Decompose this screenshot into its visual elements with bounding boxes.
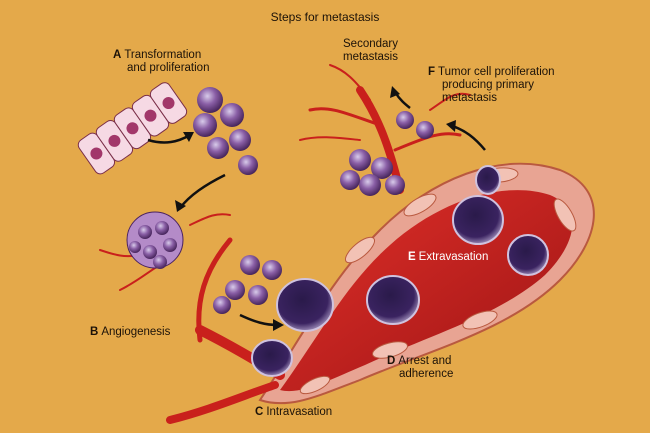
label-f-line1: Tumor cell proliferation [438, 66, 555, 78]
epithelial-layer [77, 82, 188, 175]
tumor-cells-migrating [213, 255, 282, 314]
tumor-mass-b [126, 211, 184, 269]
label-c-letter: C [255, 406, 264, 418]
label-f-line2: producing primary [442, 79, 535, 91]
tumor-cells-in-vessel [251, 165, 549, 377]
label-b-text: Angiogenesis [101, 326, 171, 338]
label-secondary: Secondary metastasis [343, 38, 398, 64]
label-e-letter: E [408, 251, 416, 263]
arrow-c [239, 313, 279, 327]
label-a-letter: A [113, 49, 122, 61]
label-e-text: Extravasation [418, 251, 489, 263]
tumor-cluster-f [340, 111, 434, 196]
blood-vessel [166, 162, 595, 424]
arrows [147, 86, 486, 331]
tumor-cluster-a [193, 87, 258, 175]
label-d-line1: Arrest and [398, 355, 452, 367]
label-d-letter: D [387, 355, 396, 367]
arrow-b [179, 173, 226, 209]
label-f-line3: metastasis [442, 92, 497, 104]
label-secondary-line2: metastasis [343, 51, 398, 63]
arrow-f [451, 124, 486, 151]
label-a-line1: Transformation [124, 49, 202, 61]
label-secondary-line1: Secondary [343, 38, 398, 50]
label-f-letter: F [428, 66, 436, 78]
label-c-text: Intravasation [266, 406, 333, 418]
diagram-title: Steps for metastasis [270, 10, 380, 24]
label-b-letter: B [90, 326, 99, 338]
tumor-cells [126, 87, 549, 377]
label-d-line2: adherence [399, 368, 454, 380]
label-a-line2: and proliferation [127, 62, 210, 74]
